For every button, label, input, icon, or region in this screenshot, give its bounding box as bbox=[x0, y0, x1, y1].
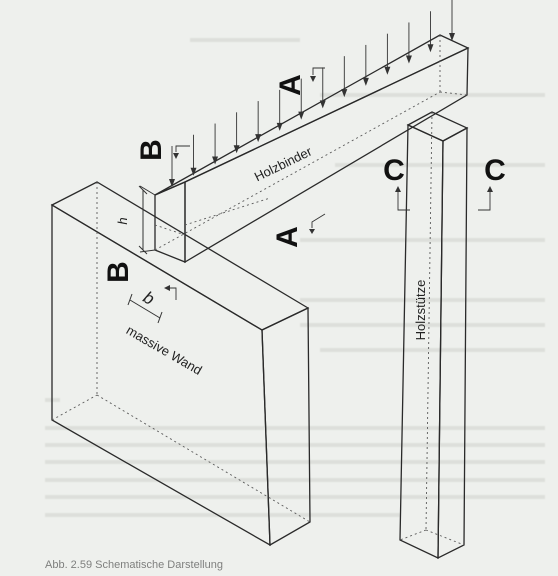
load-arrow-head bbox=[212, 156, 219, 165]
load-arrow-head bbox=[405, 55, 412, 64]
section-a-upper-label: A bbox=[274, 74, 307, 96]
load-arrow-head bbox=[449, 33, 455, 41]
load-arrow-head bbox=[276, 122, 283, 131]
section-c-left: C bbox=[383, 154, 410, 211]
load-arrow-head bbox=[298, 111, 305, 120]
section-c-right: C bbox=[478, 154, 506, 211]
section-c-right-label: C bbox=[484, 154, 506, 187]
dimension-h-label: h bbox=[115, 217, 130, 224]
figure-caption: Abb. 2.59 Schematische Darstellung bbox=[45, 559, 223, 571]
load-arrow-head bbox=[319, 100, 326, 109]
section-b-lower: B bbox=[102, 261, 177, 300]
load-arrow-head bbox=[427, 44, 434, 53]
dimension-h: h bbox=[115, 185, 156, 255]
load-arrow-head bbox=[341, 89, 348, 98]
section-a-upper: A bbox=[274, 67, 325, 96]
section-a-lower-label: A bbox=[271, 226, 304, 248]
load-arrow-head bbox=[169, 179, 175, 187]
section-b-upper-label: B bbox=[135, 139, 168, 161]
dimension-b: b bbox=[127, 288, 163, 324]
wall-label: massive Wand bbox=[124, 322, 205, 377]
timber-beam bbox=[154, 34, 470, 264]
load-arrow-head bbox=[362, 77, 369, 86]
load-arrow-head bbox=[190, 167, 197, 176]
timber-column bbox=[399, 111, 469, 560]
section-b-upper: B bbox=[135, 139, 190, 161]
column-label: Holzstütze bbox=[413, 280, 428, 341]
load-arrow-head bbox=[255, 134, 262, 143]
beam-label: Holzbinder bbox=[252, 143, 315, 184]
load-arrow-head bbox=[384, 66, 391, 75]
section-c-left-label: C bbox=[383, 154, 405, 187]
section-a-lower: A bbox=[271, 213, 326, 248]
massive-wall bbox=[50, 181, 311, 547]
section-b-lower-label: B bbox=[102, 261, 135, 283]
load-arrows bbox=[169, 0, 455, 187]
dimension-b-label: b bbox=[140, 288, 158, 309]
load-arrow-head bbox=[233, 145, 240, 154]
background-text-lines bbox=[45, 38, 545, 517]
